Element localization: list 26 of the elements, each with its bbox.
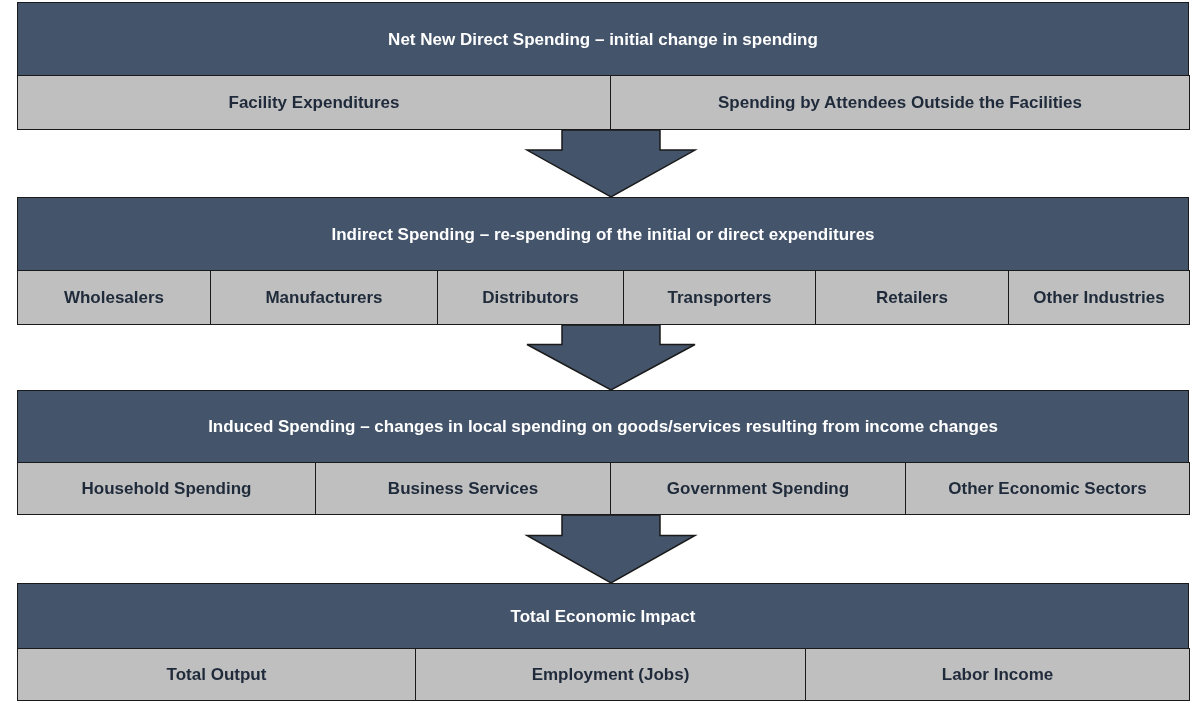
band-panel <box>17 197 1189 325</box>
category-cell: Facility Expenditures <box>17 75 611 130</box>
category-cell: Manufacturers <box>210 270 438 325</box>
category-cell: Business Services <box>315 462 611 515</box>
category-cell: Retailers <box>815 270 1009 325</box>
category-cell: Other Economic Sectors <box>905 462 1190 515</box>
category-cell: Other Industries <box>1008 270 1190 325</box>
category-cell: Labor Income <box>805 648 1190 701</box>
category-cell: Government Spending <box>610 462 906 515</box>
band-heading: Induced Spending – changes in local spending on goods/services resulting from income changes <box>208 417 998 437</box>
band-heading: Total Economic Impact <box>510 606 696 627</box>
band-heading: Indirect Spending – re-spending of the initial or direct expenditures <box>331 224 875 245</box>
block-arrow <box>524 129 698 198</box>
band-panel <box>17 390 1189 515</box>
band-panel <box>17 2 1189 130</box>
block-arrow <box>526 324 696 391</box>
category-cell: Transporters <box>623 270 816 325</box>
band-panel <box>17 583 1189 701</box>
category-cell: Employment (Jobs) <box>415 648 806 701</box>
category-cell: Wholesalers <box>17 270 211 325</box>
category-cell: Spending by Attendees Outside the Facilities <box>610 75 1190 130</box>
category-cell: Household Spending <box>17 462 316 515</box>
band-heading: Net New Direct Spending – initial change in spending <box>388 29 818 50</box>
category-cell: Total Output <box>17 648 416 701</box>
block-arrow <box>524 514 698 584</box>
category-cell: Distributors <box>437 270 624 325</box>
